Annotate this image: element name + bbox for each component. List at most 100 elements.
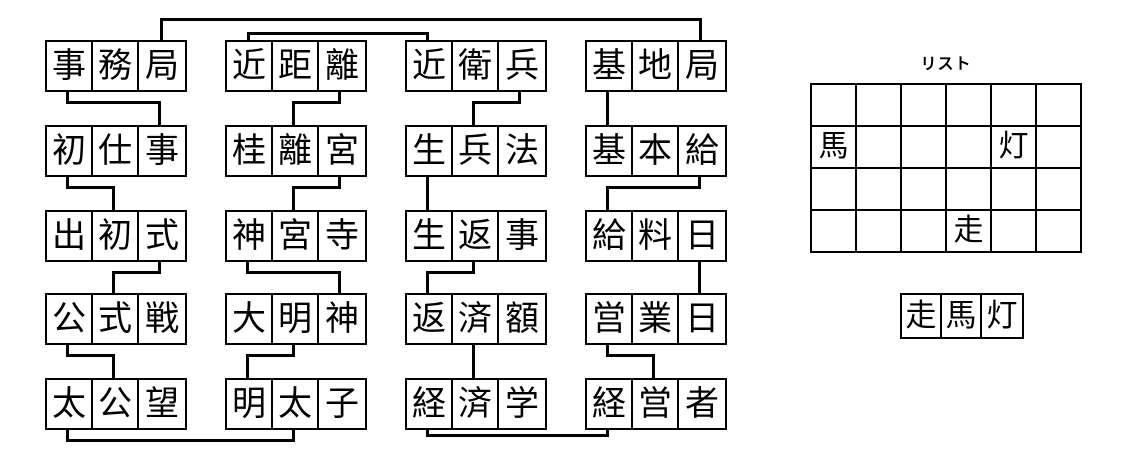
char-cell[interactable]: 式 bbox=[145, 216, 179, 256]
char-cell[interactable]: 神 bbox=[325, 299, 359, 339]
word-c4r3[interactable]: 給 料 日 bbox=[585, 210, 727, 262]
word-c4r2[interactable]: 基 本 給 bbox=[585, 125, 727, 177]
char-cell[interactable]: 日 bbox=[685, 216, 719, 256]
char-cell[interactable]: 公 bbox=[93, 380, 139, 428]
char-cell[interactable]: 局 bbox=[685, 46, 719, 86]
word-c4r1[interactable]: 基 地 局 bbox=[585, 40, 727, 92]
char-cell[interactable]: 返 bbox=[407, 295, 453, 343]
char-cell[interactable]: 距 bbox=[273, 42, 319, 90]
char-cell[interactable]: 公 bbox=[47, 295, 93, 343]
word-c2r3[interactable]: 神 宮 寺 bbox=[225, 210, 367, 262]
list-grid-cell[interactable] bbox=[1037, 127, 1082, 169]
char-cell[interactable]: 離 bbox=[273, 127, 319, 175]
char-cell[interactable]: 太 bbox=[273, 380, 319, 428]
list-grid-cell[interactable] bbox=[812, 211, 857, 253]
list-grid-cell[interactable] bbox=[1037, 169, 1082, 211]
char-cell[interactable]: 事 bbox=[145, 131, 179, 171]
char-cell[interactable]: 地 bbox=[633, 42, 679, 90]
list-grid-cell[interactable] bbox=[902, 211, 947, 253]
word-c4r4[interactable]: 営 業 日 bbox=[585, 293, 727, 345]
list-grid[interactable]: 馬 灯 走 bbox=[810, 83, 1082, 253]
list-grid-cell[interactable] bbox=[812, 85, 857, 127]
char-cell[interactable]: 営 bbox=[587, 295, 633, 343]
list-grid-cell[interactable] bbox=[947, 127, 992, 169]
char-cell[interactable]: 初 bbox=[47, 127, 93, 175]
list-grid-cell[interactable] bbox=[992, 211, 1037, 253]
answer-char-cell[interactable]: 灯 bbox=[986, 297, 1018, 334]
char-cell[interactable]: 営 bbox=[633, 380, 679, 428]
char-cell[interactable]: 宮 bbox=[325, 131, 359, 171]
char-cell[interactable]: 子 bbox=[325, 384, 359, 424]
char-cell[interactable]: 額 bbox=[505, 299, 539, 339]
char-cell[interactable]: 仕 bbox=[93, 127, 139, 175]
word-c3r3[interactable]: 生 返 事 bbox=[405, 210, 547, 262]
char-cell[interactable]: 業 bbox=[633, 295, 679, 343]
char-cell[interactable]: 給 bbox=[587, 212, 633, 260]
char-cell[interactable]: 務 bbox=[93, 42, 139, 90]
list-grid-cell[interactable] bbox=[857, 127, 902, 169]
char-cell[interactable]: 事 bbox=[47, 42, 93, 90]
char-cell[interactable]: 経 bbox=[407, 380, 453, 428]
char-cell[interactable]: 出 bbox=[47, 212, 93, 260]
list-grid-cell[interactable]: 走 bbox=[947, 211, 992, 253]
char-cell[interactable]: 法 bbox=[505, 131, 539, 171]
char-cell[interactable]: 近 bbox=[407, 42, 453, 90]
word-c3r1[interactable]: 近 衛 兵 bbox=[405, 40, 547, 92]
word-c3r4[interactable]: 返 済 額 bbox=[405, 293, 547, 345]
list-grid-cell[interactable] bbox=[812, 169, 857, 211]
word-c3r2[interactable]: 生 兵 法 bbox=[405, 125, 547, 177]
word-c1r4[interactable]: 公 式 戦 bbox=[45, 293, 187, 345]
word-c2r5[interactable]: 明 太 子 bbox=[225, 378, 367, 430]
list-grid-cell[interactable] bbox=[902, 169, 947, 211]
word-c2r2[interactable]: 桂 離 宮 bbox=[225, 125, 367, 177]
char-cell[interactable]: 学 bbox=[505, 384, 539, 424]
list-grid-cell[interactable] bbox=[1037, 211, 1082, 253]
char-cell[interactable]: 兵 bbox=[453, 127, 499, 175]
list-grid-cell[interactable]: 灯 bbox=[992, 127, 1037, 169]
char-cell[interactable]: 桂 bbox=[227, 127, 273, 175]
list-grid-cell[interactable] bbox=[902, 127, 947, 169]
char-cell[interactable]: 局 bbox=[145, 46, 179, 86]
list-grid-cell[interactable] bbox=[857, 85, 902, 127]
char-cell[interactable]: 兵 bbox=[505, 46, 539, 86]
word-c1r3[interactable]: 出 初 式 bbox=[45, 210, 187, 262]
word-c1r5[interactable]: 太 公 望 bbox=[45, 378, 187, 430]
list-grid-cell[interactable] bbox=[1037, 85, 1082, 127]
char-cell[interactable]: 宮 bbox=[273, 212, 319, 260]
word-c4r5[interactable]: 経 営 者 bbox=[585, 378, 727, 430]
char-cell[interactable]: 大 bbox=[227, 295, 273, 343]
char-cell[interactable]: 離 bbox=[325, 46, 359, 86]
answer-char-cell[interactable]: 走 bbox=[902, 295, 942, 337]
list-grid-cell[interactable]: 馬 bbox=[812, 127, 857, 169]
char-cell[interactable]: 料 bbox=[633, 212, 679, 260]
char-cell[interactable]: 近 bbox=[227, 42, 273, 90]
char-cell[interactable]: 衛 bbox=[453, 42, 499, 90]
list-grid-cell[interactable] bbox=[947, 169, 992, 211]
char-cell[interactable]: 望 bbox=[145, 384, 179, 424]
char-cell[interactable]: 戦 bbox=[145, 299, 179, 339]
word-c1r1[interactable]: 事 務 局 bbox=[45, 40, 187, 92]
word-c1r2[interactable]: 初 仕 事 bbox=[45, 125, 187, 177]
char-cell[interactable]: 太 bbox=[47, 380, 93, 428]
word-c3r5[interactable]: 経 済 学 bbox=[405, 378, 547, 430]
char-cell[interactable]: 返 bbox=[453, 212, 499, 260]
char-cell[interactable]: 事 bbox=[505, 216, 539, 256]
char-cell[interactable]: 生 bbox=[407, 127, 453, 175]
list-grid-cell[interactable] bbox=[902, 85, 947, 127]
char-cell[interactable]: 寺 bbox=[325, 216, 359, 256]
char-cell[interactable]: 基 bbox=[587, 42, 633, 90]
char-cell[interactable]: 給 bbox=[685, 131, 719, 171]
word-c2r4[interactable]: 大 明 神 bbox=[225, 293, 367, 345]
list-grid-cell[interactable] bbox=[857, 169, 902, 211]
char-cell[interactable]: 経 bbox=[587, 380, 633, 428]
list-grid-cell[interactable] bbox=[857, 211, 902, 253]
char-cell[interactable]: 神 bbox=[227, 212, 273, 260]
char-cell[interactable]: 明 bbox=[227, 380, 273, 428]
char-cell[interactable]: 明 bbox=[273, 295, 319, 343]
char-cell[interactable]: 生 bbox=[407, 212, 453, 260]
char-cell[interactable]: 基 bbox=[587, 127, 633, 175]
char-cell[interactable]: 済 bbox=[453, 380, 499, 428]
char-cell[interactable]: 日 bbox=[685, 299, 719, 339]
answer-char-cell[interactable]: 馬 bbox=[942, 295, 982, 337]
list-grid-cell[interactable] bbox=[992, 169, 1037, 211]
